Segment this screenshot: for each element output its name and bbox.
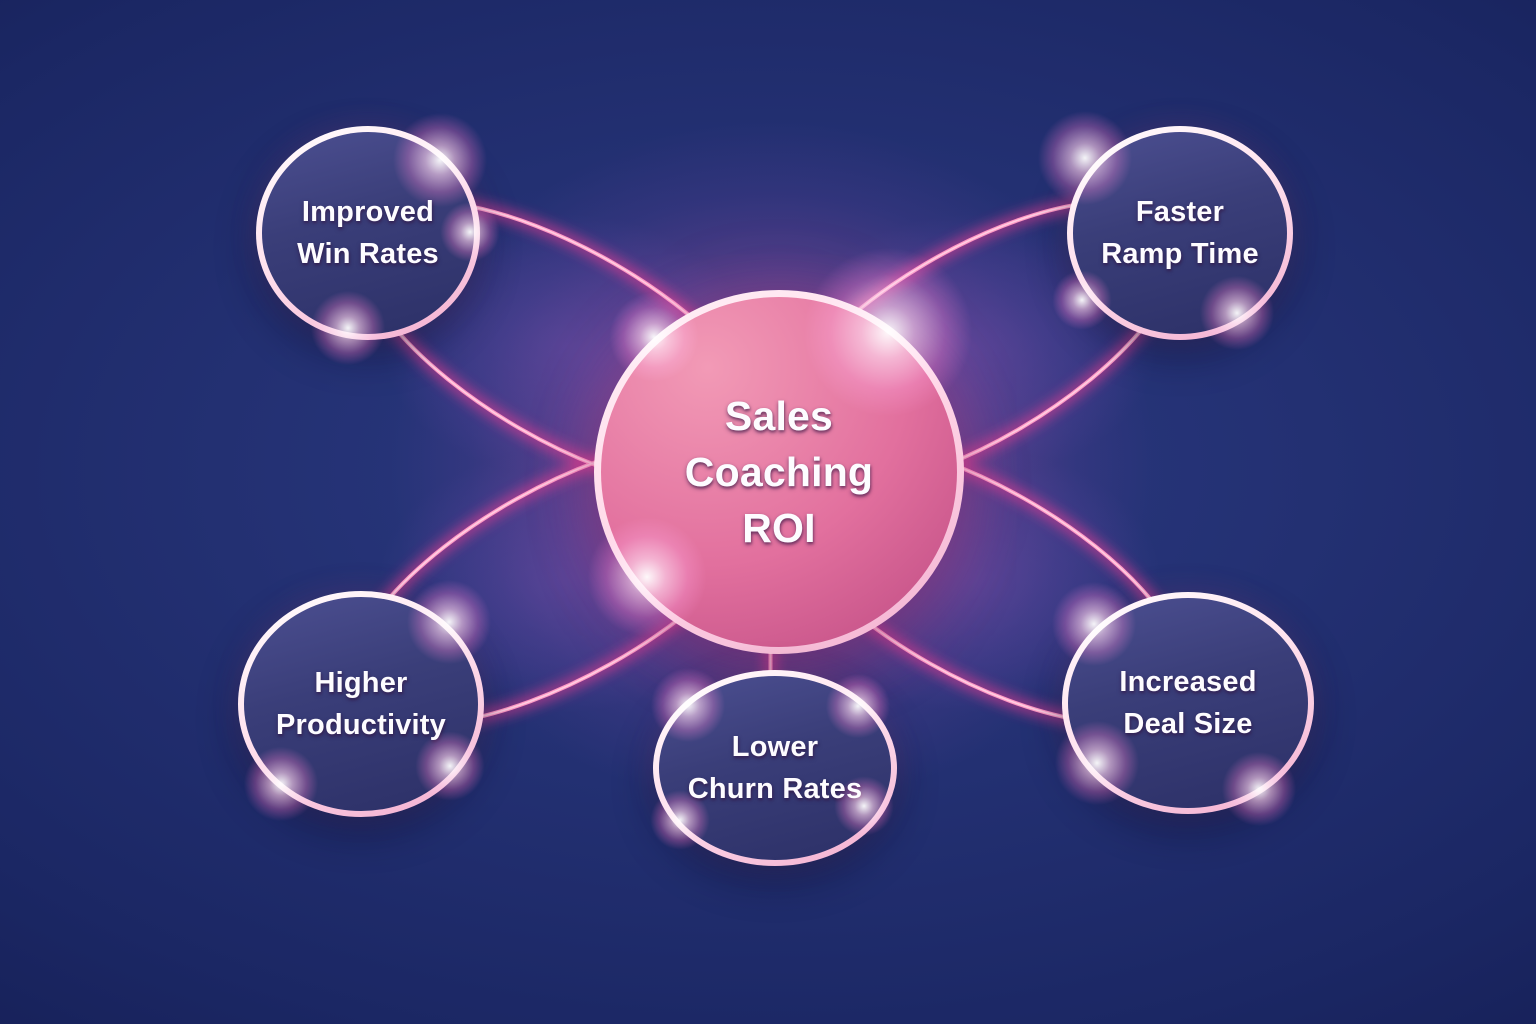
node-label-line: Ramp Time (1101, 238, 1259, 270)
node-label: Lower Churn Rates (688, 726, 863, 810)
hub-node-sales-coaching-roi: Sales Coaching ROI (594, 290, 964, 654)
node-label-line: Win Rates (297, 238, 439, 270)
node-label-line: Productivity (276, 709, 446, 741)
node-label: Increased Deal Size (1119, 661, 1256, 745)
node-increased-deal-size: Increased Deal Size (1062, 592, 1314, 814)
hub-label-line: Coaching (684, 449, 874, 495)
node-label-line: Increased (1119, 666, 1257, 698)
node-label-line: Deal Size (1123, 708, 1253, 740)
node-improved-win-rates: Improved Win Rates (256, 126, 480, 340)
node-label: Improved Win Rates (297, 191, 439, 275)
node-label: Faster Ramp Time (1101, 191, 1259, 275)
node-faster-ramp-time: Faster Ramp Time (1067, 126, 1293, 340)
node-label-line: Faster (1135, 196, 1225, 228)
hub-label-line: ROI (742, 505, 816, 551)
hub-label-line: Sales (724, 393, 834, 439)
node-lower-churn-rates: Lower Churn Rates (653, 670, 897, 866)
node-label-line: Improved (301, 196, 435, 228)
hub-label: Sales Coaching ROI (685, 388, 873, 556)
node-label-line: Higher (314, 667, 408, 699)
node-label-line: Churn Rates (687, 773, 863, 805)
node-label-line: Lower (731, 731, 819, 763)
node-higher-productivity: Higher Productivity (238, 591, 484, 817)
node-label: Higher Productivity (276, 662, 446, 746)
